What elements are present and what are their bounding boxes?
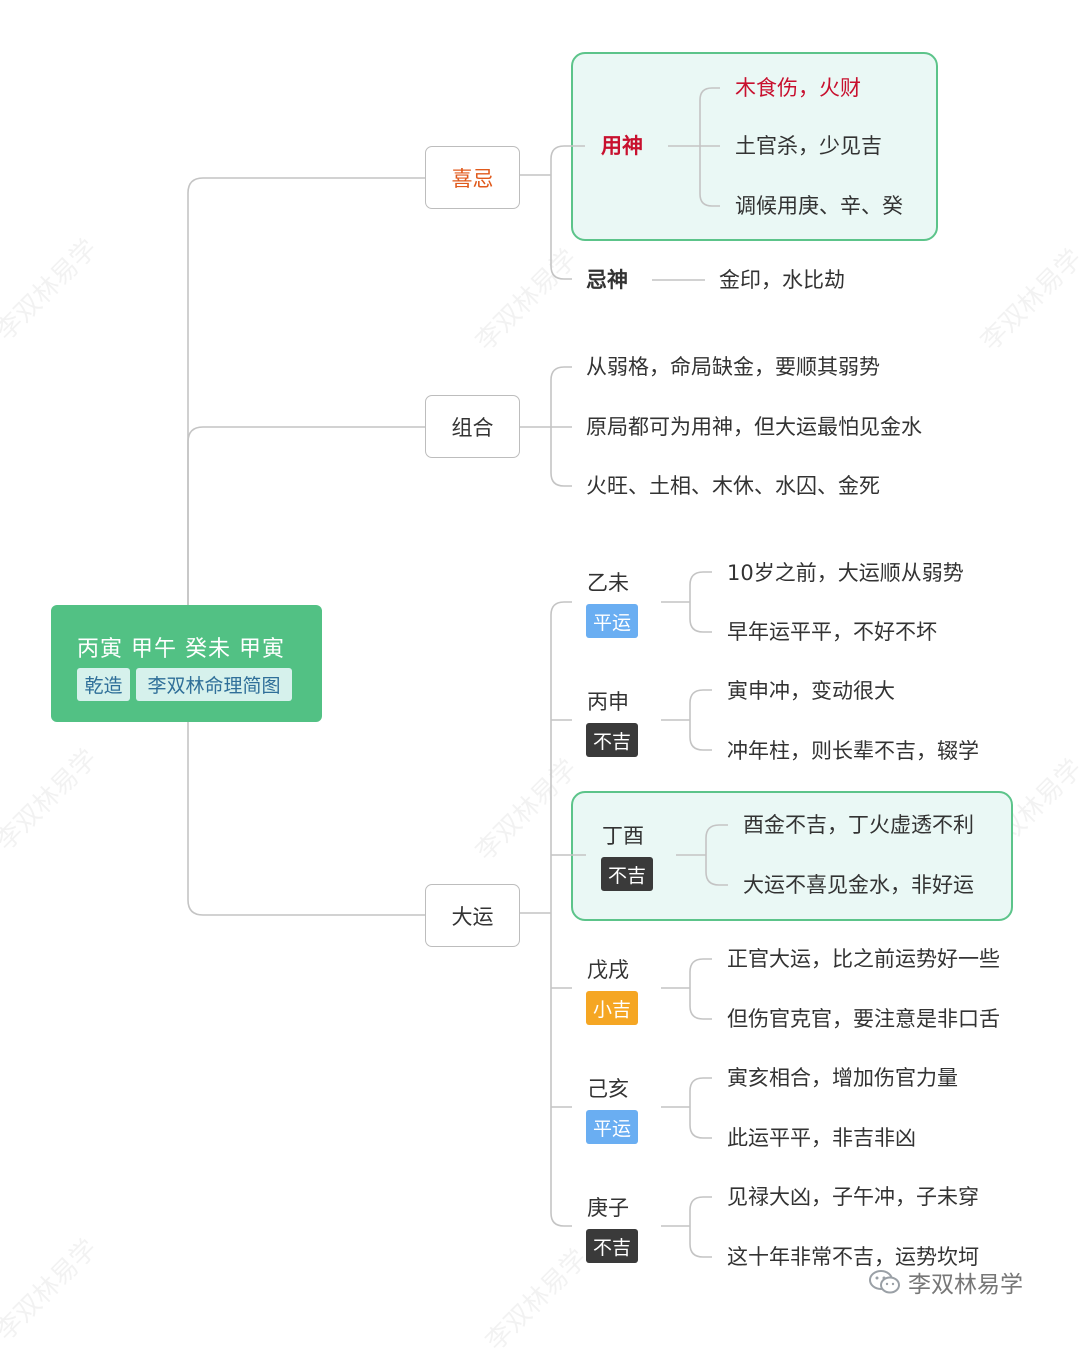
period-badge-ping: 平运 — [586, 1110, 638, 1144]
period-note: 10岁之前，大运顺从弱势 — [727, 561, 964, 585]
period-badge-buji: 不吉 — [586, 723, 638, 757]
period-name[interactable]: 己亥 — [587, 1077, 629, 1101]
period-note: 此运平平，非吉非凶 — [727, 1126, 916, 1150]
wechat-account-name: 李双林易学 — [908, 1272, 1023, 1298]
yongshen-highlight — [571, 52, 938, 241]
period-note: 早年运平平，不好不坏 — [727, 620, 937, 644]
wechat-watermark: 李双林易学 — [868, 1268, 1023, 1298]
zuhe-item: 原局都可为用神，但大运最怕见金水 — [586, 415, 922, 439]
period-note: 这十年非常不吉，运势坎坷 — [727, 1245, 979, 1269]
yongshen-item: 土官杀，少见吉 — [735, 134, 882, 158]
period-note: 寅亥相合，增加伤官力量 — [727, 1066, 958, 1090]
node-dayun[interactable]: 大运 — [425, 884, 520, 947]
zuhe-item: 从弱格，命局缺金，要顺其弱势 — [586, 355, 880, 379]
period-badge-buji: 不吉 — [601, 857, 653, 891]
period-name[interactable]: 丁酉 — [602, 824, 644, 848]
period-note: 大运不喜见金水，非好运 — [743, 873, 974, 897]
node-yongshen[interactable]: 用神 — [601, 134, 643, 158]
root-tag-qianzao: 乾造 — [77, 668, 130, 701]
root-node[interactable]: 丙寅 甲午 癸未 甲寅 乾造 李双林命理简图 — [51, 605, 322, 722]
period-note: 寅申冲，变动很大 — [727, 679, 895, 703]
jishen-item: 金印，水比劫 — [719, 268, 845, 292]
period-name[interactable]: 丙申 — [587, 690, 629, 714]
root-tag-chart-title: 李双林命理简图 — [136, 668, 292, 701]
node-xiji[interactable]: 喜忌 — [425, 146, 520, 209]
period-note: 冲年柱，则长辈不吉，辍学 — [727, 739, 979, 763]
wechat-icon — [868, 1269, 902, 1295]
period-name[interactable]: 庚子 — [587, 1196, 629, 1220]
period-note: 正官大运，比之前运势好一些 — [727, 947, 1000, 971]
period-badge-buji: 不吉 — [586, 1229, 638, 1263]
yongshen-item: 木食伤，火财 — [735, 76, 861, 100]
node-jishen[interactable]: 忌神 — [586, 268, 628, 292]
node-zuhe[interactable]: 组合 — [425, 395, 520, 458]
period-note: 见禄大凶，子午冲，子未穿 — [727, 1185, 979, 1209]
root-title: 丙寅 甲午 癸未 甲寅 — [77, 637, 285, 662]
yongshen-item: 调候用庚、辛、癸 — [735, 194, 903, 218]
period-badge-ping: 平运 — [586, 604, 638, 638]
period-name[interactable]: 戊戌 — [587, 958, 629, 982]
connector-lines — [187, 87, 728, 1258]
period-note: 但伤官克官，要注意是非口舌 — [727, 1007, 1000, 1031]
period-badge-xiaoji: 小吉 — [586, 991, 638, 1025]
period-name[interactable]: 乙未 — [587, 571, 629, 595]
zuhe-item: 火旺、土相、木休、水囚、金死 — [586, 474, 880, 498]
dingyou-highlight — [571, 791, 1013, 921]
period-note: 酉金不吉，丁火虚透不利 — [743, 813, 974, 837]
